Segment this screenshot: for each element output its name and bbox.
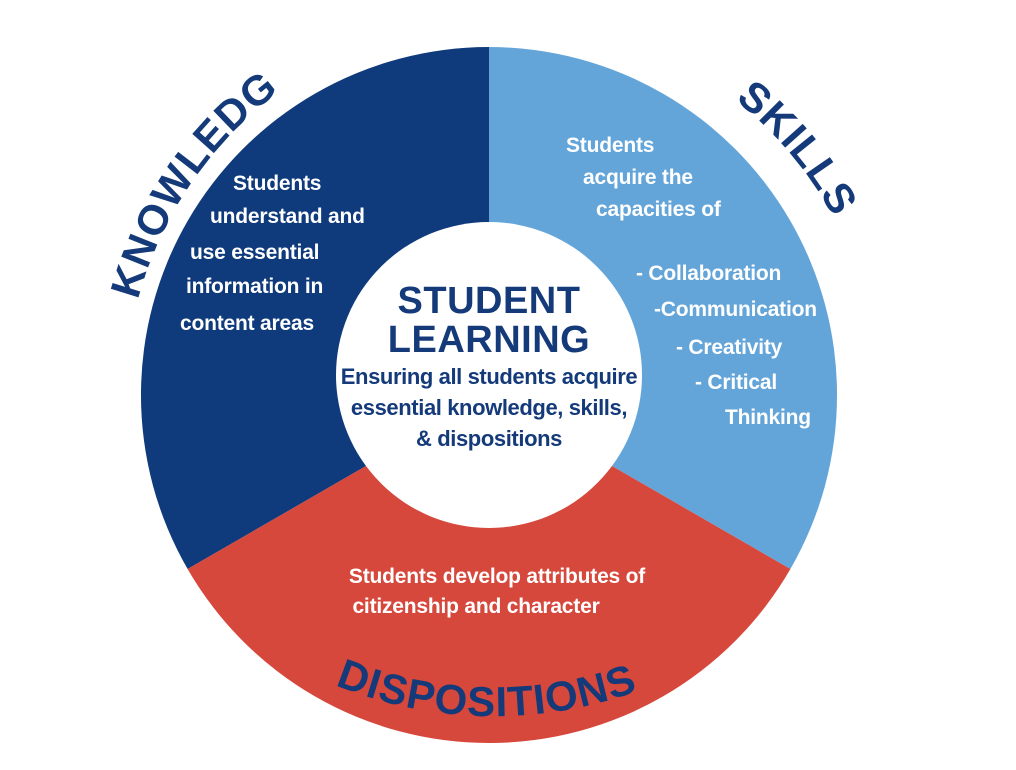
knowledge-text-line1: Students bbox=[233, 172, 321, 195]
skills-capacity-collaboration: - Collaboration bbox=[636, 262, 781, 285]
skills-capacity-thinking: Thinking bbox=[725, 406, 811, 429]
dispositions-text-line2: citizenship and character bbox=[352, 595, 599, 618]
center-circle bbox=[336, 222, 642, 528]
center-subtitle-line2: essential knowledge, skills, bbox=[351, 395, 627, 420]
center-title-line1: STUDENT bbox=[398, 280, 581, 322]
knowledge-text-line5: content areas bbox=[180, 312, 314, 335]
center-subtitle-line3: & dispositions bbox=[416, 426, 562, 451]
skills-capacity-creativity: - Creativity bbox=[676, 336, 783, 359]
knowledge-text-line2: understand and bbox=[210, 205, 365, 228]
skills-text-line1: Students bbox=[566, 134, 654, 157]
dispositions-segment bbox=[187, 395, 791, 744]
ring bbox=[140, 46, 838, 744]
center-subtitle-line1: Ensuring all students acquire bbox=[341, 364, 638, 389]
skills-text-line2: acquire the bbox=[583, 166, 693, 189]
knowledge-text-line3: use essential bbox=[190, 241, 319, 264]
skills-text-line3: capacities of bbox=[596, 198, 722, 221]
center-title-line2: LEARNING bbox=[388, 319, 590, 361]
dispositions-text-line1: Students develop attributes of bbox=[349, 565, 646, 588]
skills-capacity-critical: - Critical bbox=[695, 371, 777, 394]
skills-capacity-communication: -Communication bbox=[654, 298, 817, 321]
knowledge-text-line4: information in bbox=[186, 275, 323, 298]
